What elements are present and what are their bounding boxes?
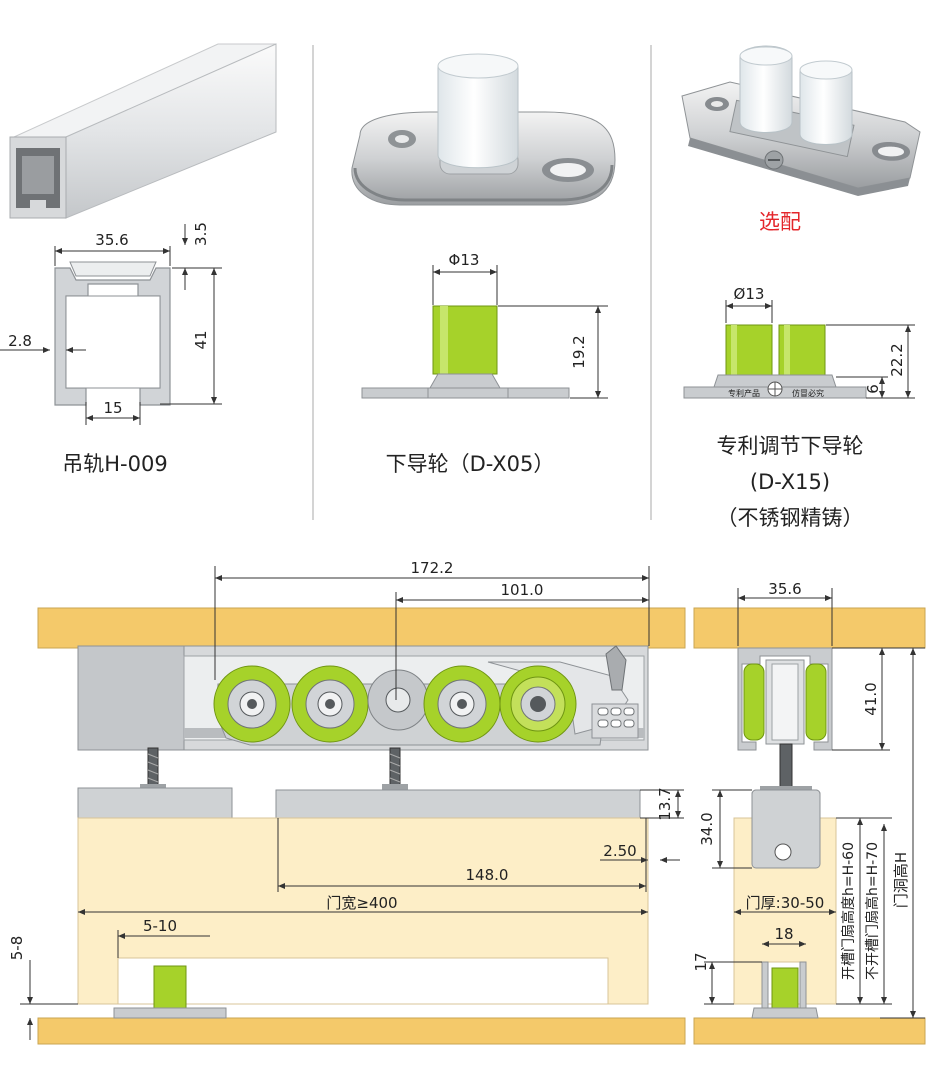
patent-guide-drawing <box>683 324 867 399</box>
dim-front-overall: 172.2 <box>411 559 454 577</box>
dim-door-height-grooved: 开槽门扇高度h=H-60 <box>840 842 857 980</box>
front-assembly <box>37 607 686 1045</box>
dim-rail-slot: 15 <box>103 399 122 417</box>
dim-floor-gap: 5-8 <box>8 936 26 961</box>
patent-guide-caption-line1: 专利调节下导轮 <box>716 434 864 458</box>
adjust-screw-icon <box>147 747 401 793</box>
roller-wheel-icon <box>213 665 577 743</box>
dim-guide-offset: 5-10 <box>143 917 177 935</box>
dim-rail-lip: 3.5 <box>192 222 210 246</box>
dim-rail-wall: 2.8 <box>8 332 32 350</box>
dim-rail-top-width: 35.6 <box>95 231 128 249</box>
dim-door-width: 门宽≥400 <box>326 894 397 912</box>
guide-caption: 下导轮（D-X05） <box>385 452 555 476</box>
rail-photo <box>9 43 277 219</box>
rail-caption: 吊轨H-009 <box>62 452 168 476</box>
adjustable-guide-photo-icon <box>681 45 921 196</box>
dim-patent-diameter: Ø13 <box>734 285 765 303</box>
dim-front-spacing: 148.0 <box>466 866 509 884</box>
dim-side-rail-width: 35.6 <box>768 580 801 598</box>
dim-gap: 2.50 <box>603 842 636 860</box>
guide-wheel-photo-icon <box>351 53 616 206</box>
side-dimensions <box>704 588 925 1019</box>
dim-door-thickness: 门厚:30-50 <box>746 894 825 912</box>
dim-guide-height: 19.2 <box>570 335 588 368</box>
guide-dimensions <box>432 265 608 399</box>
plate-text-right: 仿冒必究 <box>792 388 824 398</box>
dim-front-center: 101.0 <box>501 581 544 599</box>
patent-guide-caption-line3: （不锈钢精铸） <box>716 506 864 530</box>
dim-door-height-plain: 不开槽门扇高h=H-70 <box>864 842 881 980</box>
dim-patent-base: 6 <box>864 384 882 394</box>
dim-patent-height: 22.2 <box>888 343 906 376</box>
front-dimensions <box>20 566 684 1040</box>
dim-guide-diameter: Φ13 <box>449 251 480 269</box>
dim-groove-width: 18 <box>774 925 793 943</box>
dim-rail-height: 41 <box>192 330 210 349</box>
guide-drawing <box>361 305 570 399</box>
side-assembly <box>693 607 926 1045</box>
rail-profile-icon <box>54 261 171 406</box>
dim-groove-depth: 17 <box>692 952 710 971</box>
rail-dimensions <box>0 224 222 425</box>
plate-text-left: 专利产品 <box>728 388 760 398</box>
dim-opening-height: 门洞高H <box>892 852 910 908</box>
dim-hanger-height: 34.0 <box>698 812 716 845</box>
patent-guide-caption-line2: (D-X15) <box>749 470 831 494</box>
optional-label: 选配 <box>759 210 801 234</box>
patent-guide-dimensions <box>725 300 915 399</box>
dim-side-rail-height: 41.0 <box>862 682 880 715</box>
dim-bracket-height: 13.7 <box>656 787 674 820</box>
